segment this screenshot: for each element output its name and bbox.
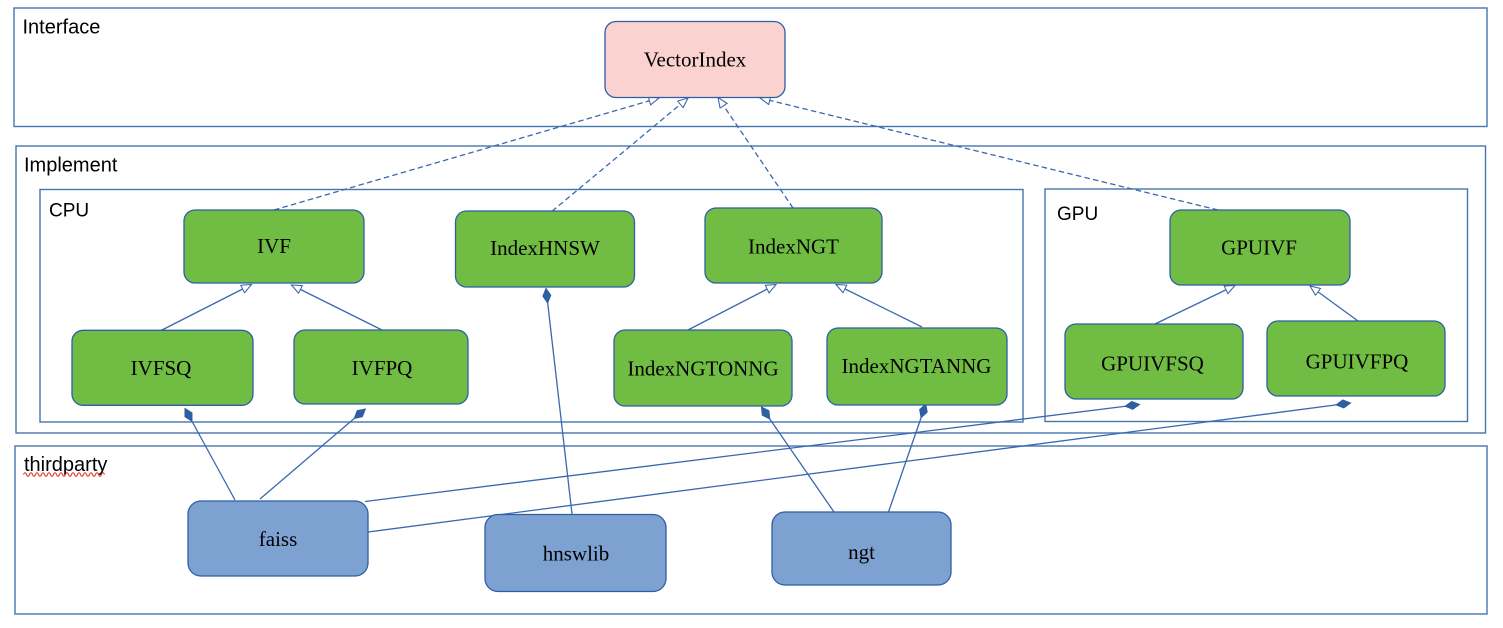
svg-text:IndexNGTANNG: IndexNGTANNG [842, 354, 992, 378]
svg-text:IndexNGT: IndexNGT [748, 235, 839, 259]
svg-text:CPU: CPU [49, 201, 89, 222]
svg-text:ngt: ngt [848, 540, 875, 564]
svg-text:hnswlib: hnswlib [543, 542, 610, 566]
svg-text:IVFPQ: IVFPQ [352, 356, 413, 380]
svg-text:VectorIndex: VectorIndex [644, 48, 747, 72]
svg-text:GPU: GPU [1057, 204, 1098, 225]
svg-text:IndexNGTONNG: IndexNGTONNG [627, 357, 778, 381]
svg-text:GPUIVFSQ: GPUIVFSQ [1101, 352, 1204, 376]
svg-text:faiss: faiss [259, 527, 298, 551]
svg-text:Implement: Implement [24, 155, 118, 177]
svg-text:IndexHNSW: IndexHNSW [490, 236, 600, 260]
svg-text:Interface: Interface [23, 17, 101, 39]
svg-text:GPUIVF: GPUIVF [1221, 236, 1297, 260]
svg-text:IVF: IVF [257, 234, 291, 258]
svg-text:IVFSQ: IVFSQ [131, 356, 192, 380]
svg-text:GPUIVFPQ: GPUIVFPQ [1306, 350, 1409, 374]
svg-text:thirdparty: thirdparty [24, 454, 107, 476]
